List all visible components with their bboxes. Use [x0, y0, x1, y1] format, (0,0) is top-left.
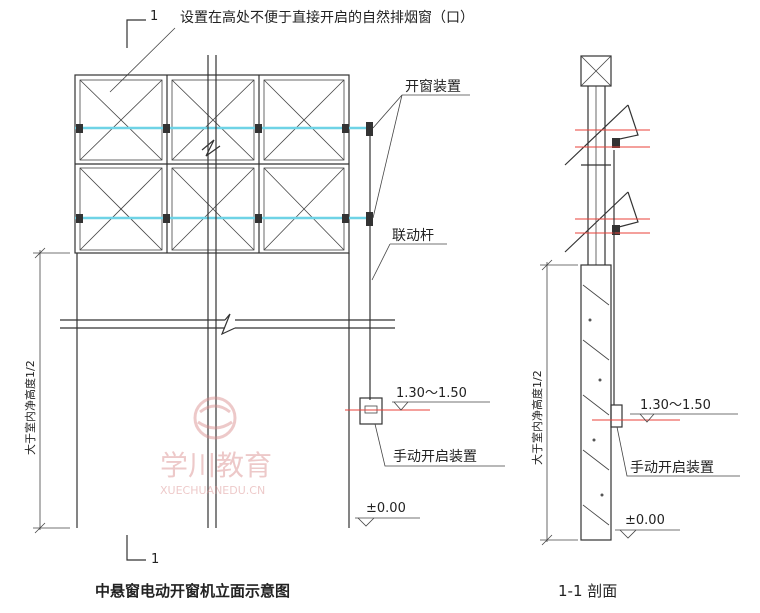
- elevation-vertical-dim-label: 大于室内净高度1/2: [23, 360, 37, 455]
- top-note-leader: [109, 27, 176, 93]
- elevation-caption: 中悬窗电动开窗机立面示意图: [95, 582, 290, 600]
- section-mark-bottom-label: 1: [151, 552, 159, 567]
- watermark-text-en: XUECHUANEDU.CN: [160, 484, 265, 497]
- floor-level-label: ±0.00: [366, 501, 406, 516]
- section-mark-top: 1: [126, 9, 158, 48]
- horizontal-break: [60, 313, 395, 336]
- manual-device-leader: [374, 423, 505, 467]
- section-floor-level-label: ±0.00: [625, 513, 665, 528]
- watermark-logo-icon: [193, 396, 237, 440]
- central-column: [201, 55, 221, 528]
- window-device-leader-2: [372, 94, 403, 219]
- section-mark-bottom: 1: [126, 535, 159, 567]
- floor-level-marker: ±0.00: [355, 501, 420, 527]
- section-drawing: 大于室内净高度1/2 1.30～1.50 手动开启装置 ±0.00 1-1 剖面: [530, 55, 740, 600]
- watermark: 学川教育 XUECHUANEDU.CN: [160, 396, 272, 497]
- section-floor-level-marker: ±0.00: [615, 513, 680, 539]
- section-window: [581, 86, 611, 265]
- section-vertical-dim-label: 大于室内净高度1/2: [530, 370, 544, 465]
- manual-device-label: 手动开启装置: [393, 449, 477, 465]
- section-manual-box: [610, 404, 623, 428]
- section-manual-leader: [616, 426, 740, 477]
- elevation-drawing: 1 设置在高处不便于直接开启的自然排烟窗（口）: [23, 9, 505, 600]
- section-caption: 1-1 剖面: [558, 582, 617, 600]
- top-note-label: 设置在高处不便于直接开启的自然排烟窗（口）: [180, 9, 474, 26]
- elevation-range-label: 1.30～1.50: [396, 386, 467, 401]
- section-solid-wall: [580, 264, 612, 541]
- linkage-rod-label: 联动杆: [392, 228, 434, 244]
- linkage-rod-leader: [371, 243, 391, 281]
- section-elevation-range-marker: 1.30～1.50: [630, 398, 738, 423]
- elevation-vertical-dimension: 大于室内净高度1/2: [23, 247, 70, 534]
- watermark-text-cn: 学川教育: [160, 449, 272, 482]
- window-device-label: 开窗装置: [405, 78, 461, 95]
- section-mark-top-label: 1: [150, 9, 158, 24]
- section-manual-device-label: 手动开启装置: [630, 460, 714, 476]
- opener-devices: [76, 122, 373, 226]
- section-open-sashes: [564, 104, 639, 253]
- section-elevation-range-label: 1.30～1.50: [640, 398, 711, 413]
- section-vertical-dimension: 大于室内净高度1/2: [530, 259, 578, 546]
- manual-device-box: [345, 397, 430, 425]
- window-device-leader-1: [372, 94, 403, 129]
- elevation-range-marker: 1.30～1.50: [392, 386, 490, 411]
- window-panels: [75, 75, 349, 253]
